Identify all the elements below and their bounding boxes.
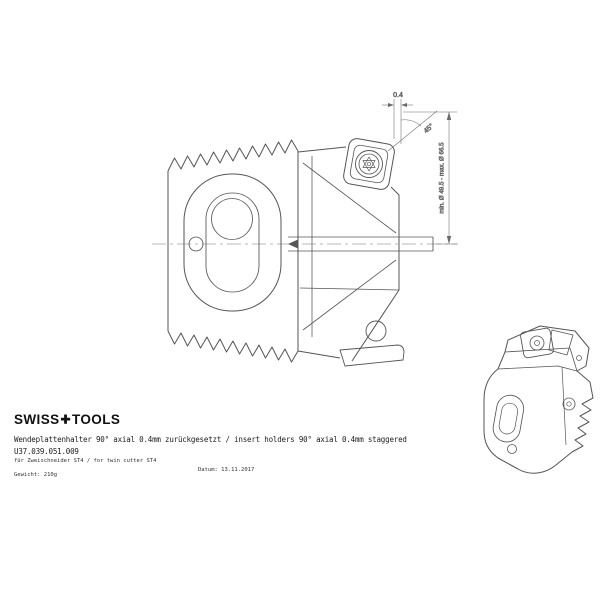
- iso-view: [483, 325, 594, 474]
- iso-side-bore-inner: [566, 401, 572, 407]
- brand-right: TOOLS: [71, 412, 121, 427]
- pocket-top-edge: [299, 287, 400, 291]
- iso-obround-slot: [492, 394, 525, 443]
- dimension-diameter-range: min. Ø 49.5 - max. Ø 66.5: [403, 111, 457, 245]
- date-label: Datum: 13.11.2017: [198, 467, 255, 473]
- bottom-serration: [167, 330, 299, 363]
- pin-hole-circle: [188, 236, 204, 252]
- mounting-slot-obround: [183, 173, 282, 312]
- arbor-slot: [288, 236, 434, 252]
- lower-insert-plate: [339, 344, 405, 367]
- iso-pin-hole: [507, 444, 517, 454]
- iso-side-bore: [562, 397, 576, 411]
- slot-arrow: [288, 239, 298, 249]
- upper-cone-edge: [302, 162, 397, 234]
- top-serration: [167, 139, 299, 172]
- body-top-edge: [297, 146, 347, 153]
- iso-small-dot: [576, 355, 582, 361]
- torx-screw-icon: [362, 156, 376, 172]
- weight-label: Gewicht: 210g: [14, 472, 58, 478]
- clamp-bore-circle: [211, 198, 253, 240]
- dimension-annotations: 0.4 45° min. Ø 49.5 - max. Ø 66.5: [382, 92, 457, 245]
- application-note: für Zweischneider ST4 / for twin cutter …: [14, 458, 157, 464]
- diameter-range-label: min. Ø 49.5 - max. Ø 66.5: [439, 142, 446, 214]
- brand-logo: SWISS ✚ TOOLS: [14, 412, 574, 427]
- lower-cone-edge: [302, 259, 397, 331]
- swiss-cross-icon: ✚: [60, 412, 71, 426]
- part-number: U37.039.051.009: [14, 447, 79, 456]
- lower-screw-hole: [365, 320, 387, 342]
- dimension-axial-offset: 0.4: [382, 92, 413, 144]
- dimension-corner-angle: 45°: [387, 110, 438, 152]
- product-title: Wendeplattenhalter 90° axial 0.4mm zurüc…: [14, 435, 407, 444]
- iso-clamp-wedge: [548, 329, 574, 356]
- corner-angle-label: 45°: [422, 122, 435, 135]
- iso-insert: [520, 327, 574, 359]
- iso-shelf-edge: [497, 365, 578, 372]
- iso-head-right-edge: [569, 347, 578, 372]
- main-technical-view: [152, 138, 458, 367]
- iso-face-divider: [561, 366, 567, 446]
- axial-offset-label: 0.4: [393, 92, 403, 99]
- body-bottom-edge: [297, 350, 341, 359]
- iso-outline: [483, 325, 594, 474]
- title-block: SWISS ✚ TOOLS Wendeplattenhalter 90° axi…: [14, 412, 574, 456]
- body-right-edge: [351, 186, 400, 362]
- brand-left: SWISS: [14, 412, 60, 427]
- insert-seat: [343, 138, 395, 190]
